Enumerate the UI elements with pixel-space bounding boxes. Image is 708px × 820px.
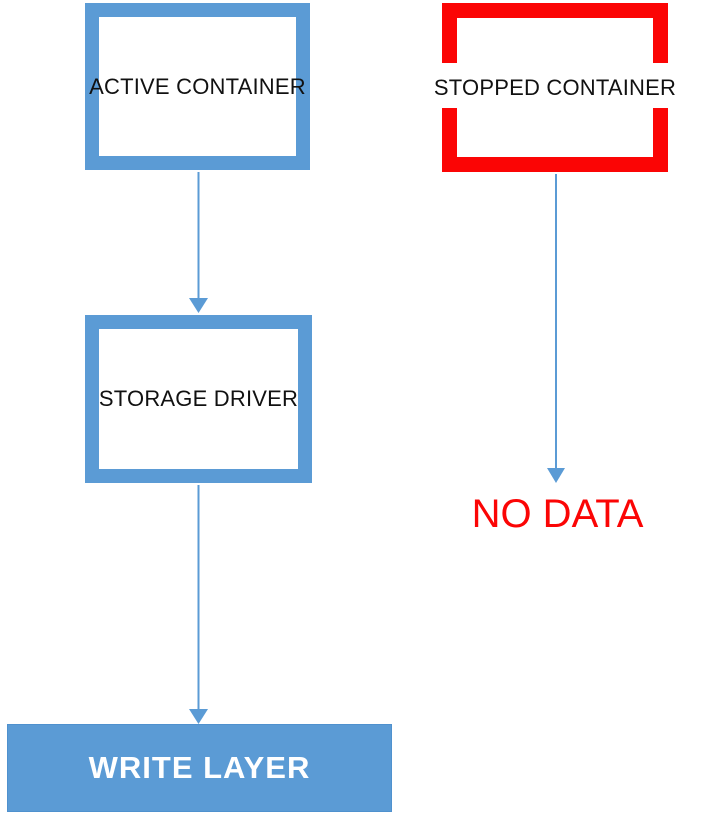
no-data-text: NO DATA	[471, 492, 644, 536]
stopped-container-label-band	[442, 63, 668, 108]
active-container-label: ACTIVE CONTAINER	[89, 73, 306, 99]
stopped-container-label: STOPPED CONTAINER	[433, 74, 677, 100]
arrow-stopped-to-nodata	[547, 174, 565, 483]
active-container-box: ACTIVE CONTAINER	[85, 3, 310, 170]
arrow-storage-to-write	[189, 485, 208, 724]
write-layer-box: WRITE LAYER	[7, 724, 392, 812]
arrow-active-to-storage	[189, 172, 208, 313]
storage-driver-box-fill	[99, 329, 298, 469]
storage-driver-box: STORAGE DRIVER	[85, 315, 312, 483]
storage-driver-label: STORAGE DRIVER	[98, 386, 299, 411]
stopped-container-box: STOPPED CONTAINER	[433, 3, 677, 172]
active-container-box-fill	[99, 17, 296, 156]
